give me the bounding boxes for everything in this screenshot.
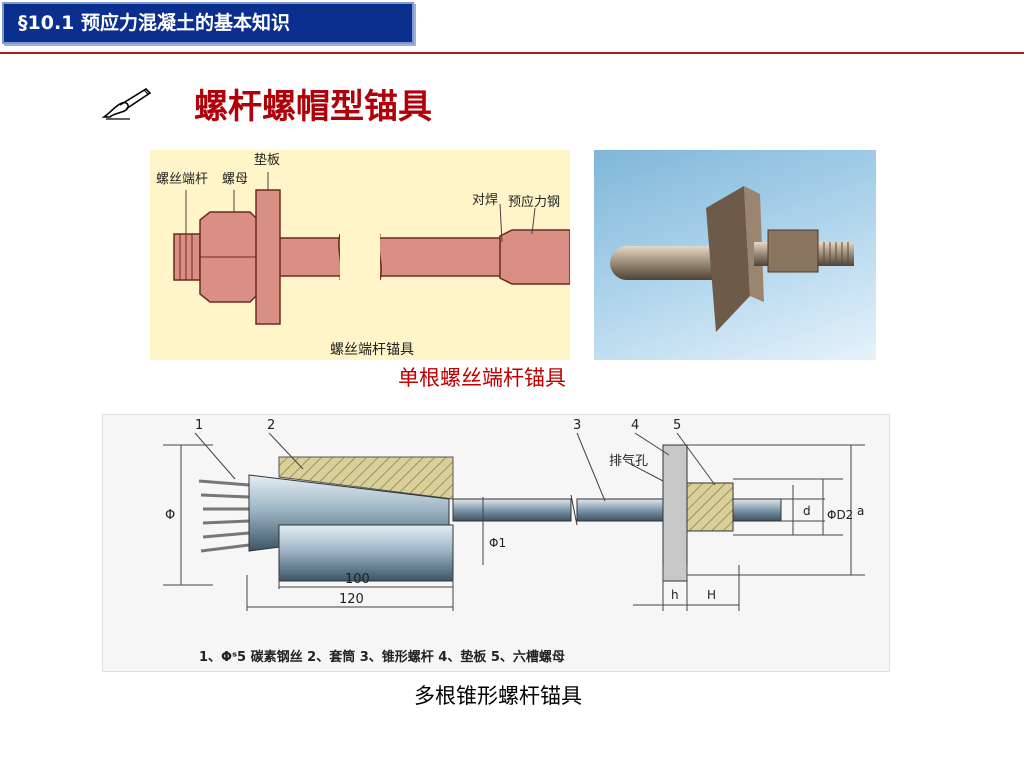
section-label: §10.1 预应力混凝土的基本知识 [18, 12, 290, 34]
label-steel: 预应力钢 [508, 194, 560, 210]
caption-single-anchor: 单根螺丝端杆锚具 [398, 366, 566, 390]
photo-plate [706, 186, 750, 332]
slotted-nut [686, 482, 734, 532]
sleeve-body [278, 524, 454, 582]
label-inner-caption: 螺丝端杆锚具 [330, 342, 414, 358]
thread-end [173, 233, 201, 281]
num-4: 4 [631, 418, 639, 433]
num-5: 5 [673, 418, 681, 433]
label-plate: 垫板 [254, 152, 280, 168]
writing-hand-icon [101, 87, 152, 120]
label-d: d [803, 504, 811, 518]
anchor-photo-svg [610, 186, 854, 332]
title-row: 螺杆螺帽型锚具 [100, 78, 432, 128]
label-phi: Φ [165, 508, 175, 523]
label-h: h [671, 588, 679, 602]
label-H: H [707, 588, 716, 602]
label-a: a [857, 504, 864, 518]
bearing-plate-2 [662, 444, 688, 582]
label-weld: 对焊 [472, 192, 498, 208]
label-vent: 排气孔 [609, 453, 648, 469]
screw-rod-left [452, 498, 572, 522]
header-divider [0, 52, 1024, 54]
num-1: 1 [195, 418, 203, 433]
label-nut: 螺母 [222, 172, 248, 187]
figure2-legend: 1、Φˢ5 碳素钢丝 2、套筒 3、锥形螺杆 4、垫板 5、六槽螺母 [199, 649, 565, 665]
num-2: 2 [267, 418, 275, 433]
slide-title: 螺杆螺帽型锚具 [194, 86, 432, 127]
label-screw-rod: 螺丝端杆 [156, 172, 208, 187]
screw-rod-anchor-diagram: 螺丝端杆 螺母 垫板 对焊 预应力钢 螺丝端杆锚具 [150, 150, 570, 360]
label-phi1: Φ1 [489, 536, 506, 550]
bearing-plate [255, 189, 281, 325]
section-header: §10.1 预应力混凝土的基本知识 [2, 2, 414, 44]
cone-anchor-svg: 1 2 3 4 5 排气孔 Φ Φ1 d ΦD2 a h H 100 120 1… [163, 418, 865, 665]
screw-rod-diagram-svg: 螺丝端杆 螺母 垫板 对焊 预应力钢 螺丝端杆锚具 [156, 152, 570, 358]
caption-multi-anchor: 多根锥形螺杆锚具 [414, 684, 582, 708]
cone-screw-anchor-diagram: 1 2 3 4 5 排气孔 Φ Φ1 d ΦD2 a h H 100 120 1… [102, 414, 890, 672]
steel-bar [499, 229, 570, 285]
dim-100: 100 [345, 572, 370, 587]
photo-nut [767, 229, 819, 273]
label-phiD2: ΦD2 [827, 508, 853, 522]
num-3: 3 [573, 418, 581, 433]
dim-120: 120 [339, 592, 364, 607]
anchor-photo [594, 150, 876, 360]
